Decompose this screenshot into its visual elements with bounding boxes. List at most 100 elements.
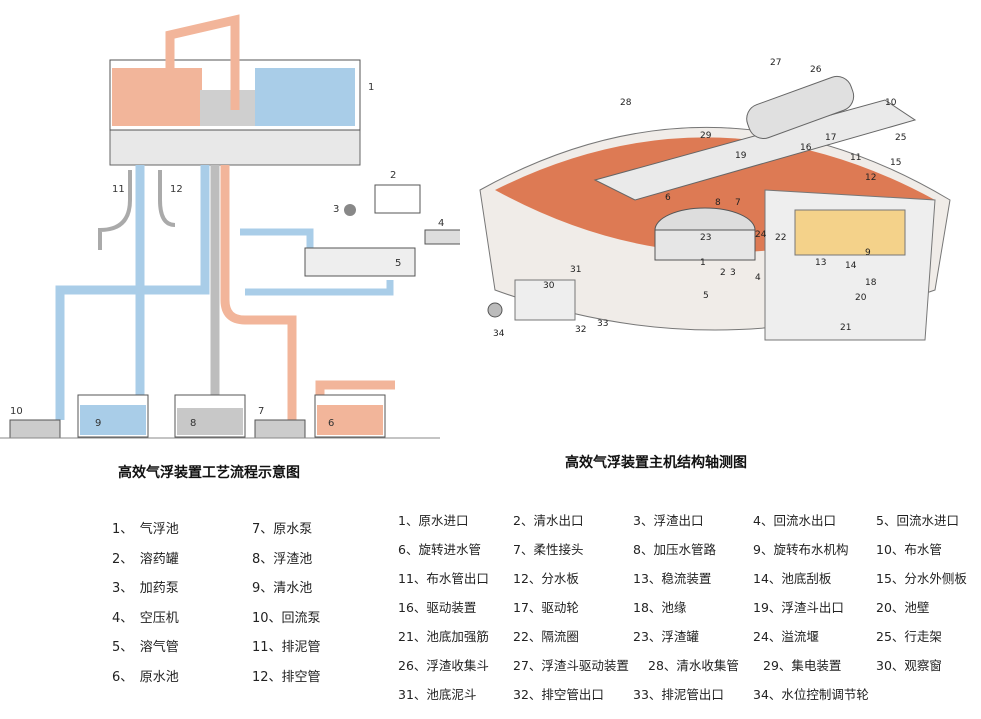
r-callout-2: 2 (720, 268, 726, 278)
r-callout-7: 7 (735, 198, 741, 208)
clear-water-chamber (255, 68, 355, 126)
legend-item: 5、回流水进口 (876, 513, 959, 528)
legend-row: 1、 气浮池 7、原水泵 (112, 518, 352, 548)
raw-water-pipe (220, 165, 297, 420)
legend-item: 3、浮渣出口 (633, 513, 704, 528)
legend-item: 2、 溶药罐 (112, 551, 179, 567)
raw-water-pipe-top (165, 14, 240, 120)
r-callout-15: 15 (890, 158, 901, 168)
pressurized-pipe (240, 228, 314, 248)
legend-item: 33、排泥管出口 (633, 687, 724, 702)
r-callout-5: 5 (703, 291, 709, 301)
level-adjust-wheel (487, 302, 503, 318)
legend-item: 4、回流水出口 (753, 513, 836, 528)
legend-row: 21、池底加强筋 22、隔流圈 23、浮渣罐 24、溢流堰 25、行走架 (398, 626, 978, 655)
legend-item: 2、清水出口 (513, 513, 584, 528)
callout-2: 2 (390, 170, 396, 181)
legend-item: 21、池底加强筋 (398, 629, 489, 644)
legend-row: 2、 溶药罐 8、浮渣池 (112, 548, 352, 578)
r-callout-10: 10 (885, 98, 897, 108)
r-callout-29: 29 (700, 131, 712, 141)
legend-item: 10、布水管 (876, 542, 942, 557)
legend-item: 4、 空压机 (112, 610, 179, 626)
callout-1: 1 (368, 82, 374, 93)
legend-item: 23、浮渣罐 (633, 629, 699, 644)
legend-item: 1、 气浮池 (112, 522, 179, 537)
legend-item: 25、行走架 (876, 629, 942, 644)
dissolved-air-tube (304, 247, 416, 277)
legend-row: 16、驱动装置 17、驱动轮 18、池缘 19、浮渣斗出口 20、池壁 (398, 597, 978, 626)
right-callouts: 1 2 3 4 5 6 7 8 9 10 11 12 13 14 15 16 1… (493, 58, 906, 339)
legend-item: 15、分水外侧板 (876, 571, 967, 586)
legend-row: 1、原水进口 2、清水出口 3、浮渣出口 4、回流水出口 5、回流水进口 (398, 510, 978, 539)
legend-item: 17、驱动轮 (513, 600, 579, 615)
callout-8: 8 (190, 418, 196, 429)
legend-item: 26、浮渣收集斗 (398, 658, 489, 673)
drain-pipe-12 (158, 170, 176, 227)
legend-row: 31、池底泥斗 32、排空管出口 33、排泥管出口 34、水位控制调节轮 (398, 684, 978, 713)
clear-water-pipe (55, 165, 210, 420)
return-pump (9, 419, 61, 439)
r-callout-3: 3 (730, 268, 736, 278)
legend-item: 13、稳流装置 (633, 571, 712, 586)
legend-item: 27、浮渣斗驱动装置 (513, 658, 629, 673)
stabilizer-section (794, 209, 906, 256)
legend-item: 11、排泥管 (252, 640, 321, 655)
left-callouts: 1 2 3 4 5 6 7 8 9 10 11 12 (10, 82, 444, 429)
callout-3: 3 (333, 204, 339, 215)
callout-6: 6 (328, 418, 334, 429)
air-compressor (424, 229, 460, 245)
r-callout-25: 25 (895, 133, 906, 143)
raw-water-fill (317, 405, 383, 435)
r-callout-11: 11 (850, 153, 861, 163)
raw-water-chamber (112, 68, 202, 126)
r-callout-23: 23 (700, 233, 711, 243)
dissolved-air-pipe (245, 280, 394, 296)
r-callout-34: 34 (493, 329, 505, 339)
legend-item: 18、池缘 (633, 600, 687, 615)
legend-item: 16、驱动装置 (398, 600, 477, 615)
r-callout-1: 1 (700, 258, 706, 268)
callout-7: 7 (258, 406, 264, 417)
r-callout-31: 31 (570, 265, 581, 275)
legend-item: 14、池底刮板 (753, 571, 832, 586)
r-callout-27: 27 (770, 58, 781, 68)
legend-item: 19、浮渣斗出口 (753, 600, 844, 615)
legend-item: 11、布水管出口 (398, 571, 489, 586)
scum-tank-body (654, 229, 756, 261)
callout-9: 9 (95, 418, 101, 429)
legend-item: 7、柔性接头 (513, 542, 584, 557)
legend-item: 9、清水池 (252, 581, 313, 596)
r-callout-8: 8 (715, 198, 721, 208)
r-callout-12: 12 (865, 173, 876, 183)
legend-item: 28、清水收集管 (648, 658, 739, 673)
legend-row: 6、 原水池 12、排空管 (112, 666, 352, 696)
r-callout-24: 24 (755, 230, 767, 240)
r-callout-32: 32 (575, 325, 586, 335)
legend-item: 29、集电装置 (763, 658, 842, 673)
legend-item: 34、水位控制调节轮 (753, 687, 869, 702)
callout-11: 11 (112, 184, 125, 195)
r-callout-9: 9 (865, 248, 871, 258)
r-callout-22: 22 (775, 233, 786, 243)
r-callout-30: 30 (543, 281, 555, 291)
raw-water-pump (254, 419, 306, 439)
legend-item: 6、 原水池 (112, 669, 179, 685)
right-legend: 1、原水进口 2、清水出口 3、浮渣出口 4、回流水出口 5、回流水进口 6、旋… (398, 510, 978, 713)
r-callout-33: 33 (597, 319, 608, 329)
legend-item: 8、浮渣池 (252, 551, 313, 567)
legend-item: 32、排空管出口 (513, 687, 604, 702)
r-callout-18: 18 (865, 278, 877, 288)
r-callout-17: 17 (825, 133, 836, 143)
r-callout-21: 21 (840, 323, 851, 333)
drain-pipe-11 (98, 170, 132, 250)
legend-item: 7、原水泵 (252, 522, 313, 537)
legend-row: 6、旋转进水管 7、柔性接头 8、加压水管路 9、旋转布水机构 10、布水管 (398, 539, 978, 568)
legend-item: 12、排空管 (252, 669, 321, 685)
callout-10: 10 (10, 406, 23, 417)
legend-item: 5、 溶气管 (112, 640, 179, 655)
right-diagram-caption: 高效气浮装置主机结构轴测图 (565, 455, 747, 471)
process-flow-diagram: 1 2 3 4 5 6 7 8 9 10 11 12 (0, 14, 460, 439)
